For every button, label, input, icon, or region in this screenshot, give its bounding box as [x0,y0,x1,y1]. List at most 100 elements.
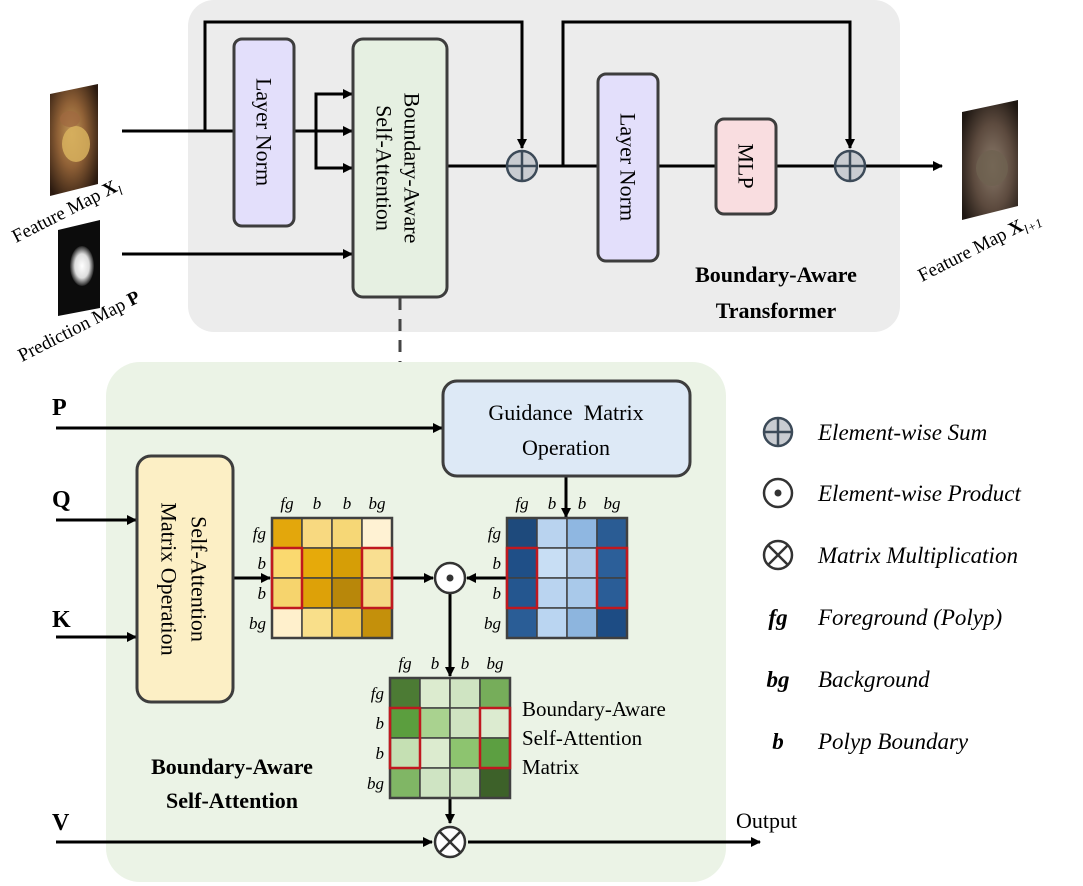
attention-matrix-cell [331,607,363,639]
result-matrix-cell [449,737,481,769]
result-matrix-cell [479,677,511,709]
result-matrix-cell [389,767,421,799]
result-matrix-col-label-fg: fg [398,654,411,673]
guidance-matrix-cell [536,577,568,609]
guidance-matrix-label-line1: Guidance Matrix [488,400,643,425]
circle-dot-icon [762,477,794,509]
sa-matrix-block [135,454,235,704]
guidance-matrix-block [441,379,692,478]
attention-matrix-cell [361,547,393,579]
legend-term-fg: fg [768,605,787,630]
guidance-matrix-row-label-b: b [493,584,502,603]
guidance-matrix-cell [536,607,568,639]
guidance-matrix-cell [506,547,538,579]
ba-attention-block [351,37,449,299]
guidance-matrix-cell [506,607,538,639]
q-label: Q [52,487,71,513]
mlp-block [714,117,778,216]
result-matrix-cell [389,737,421,769]
legend-text-bg: Background [818,667,930,692]
result-matrix-label-line1: Boundary-Aware [522,697,666,721]
result-matrix-cell [389,677,421,709]
result-matrix-row-label-b: b [376,744,385,763]
guidance-matrix-cell [536,547,568,579]
result-matrix-cell [479,767,511,799]
guidance-matrix-cell [506,517,538,549]
element-sum-icon [505,149,539,183]
guidance-matrix-cell [596,607,628,639]
attention-matrix-cell [301,577,333,609]
guidance-matrix-cell [566,607,598,639]
result-matrix-cell [419,767,451,799]
element-product-icon [433,561,467,595]
result-matrix-col-label-b: b [461,654,470,673]
guidance-matrix-boundary-highlight [595,546,629,610]
result-matrix-cell [449,707,481,739]
result-matrix-label-line2: Self-Attention [522,726,643,750]
guidance-matrix-col-label-b: b [578,494,587,513]
guidance-matrix-cell [506,577,538,609]
ba-attention-label-line2: Self-Attention [372,105,397,231]
attention-connectors [56,423,761,847]
k-label: K [52,607,71,633]
result-matrix-row-label-b: b [376,714,385,733]
attention-matrix-cell [301,607,333,639]
attention-matrix-col-label-b: b [313,494,322,513]
attention-matrix-cell [361,517,393,549]
guidance-matrix-cell [566,547,598,579]
result-matrix-col-label-b: b [431,654,440,673]
layer-norm-2-label: Layer Norm [616,113,641,221]
layer-norm-2-block [596,72,660,263]
element-sum-icon [833,149,867,183]
legend-text-matmul: Matrix Multiplication [817,543,1018,568]
result-matrix-boundary-highlight [388,706,422,770]
attention-matrix-col-label-bg: bg [369,494,386,513]
guidance-matrix-row-label-fg: fg [488,524,501,543]
result-matrix-row-label-bg: bg [367,774,384,793]
guidance-matrix-col-label-bg: bg [604,494,621,513]
legend-text-product: Element-wise Product [817,481,1022,506]
attention-matrix-cell [361,607,393,639]
mlp-label: MLP [734,143,759,188]
layer-norm-1-label: Layer Norm [252,78,277,186]
circle-times-icon [762,539,794,571]
result-matrix-boundary-highlight [478,706,512,770]
sa-matrix-label-line1: Self-Attention [187,516,212,642]
matrix-multiplication-icon [433,825,467,859]
guidance-matrix-cell [596,577,628,609]
attention-title-line2: Self-Attention [166,788,298,813]
circle-plus-icon [762,416,794,448]
feature-map-out-image [962,100,1018,220]
guidance-matrix-boundary-highlight [505,546,539,610]
attention-matrix-row-label-b: b [258,584,267,603]
attention-matrix-boundary-highlight [360,546,394,610]
attention-matrix-cell [331,517,363,549]
result-matrix-cell [449,677,481,709]
result-matrix-cell [419,707,451,739]
attention-matrix-cell [301,547,333,579]
guidance-matrix-cell [536,517,568,549]
result-matrix-cell [389,707,421,739]
prediction-map-image [58,220,100,316]
legend-text-b: Polyp Boundary [817,729,969,754]
transformer-connectors [122,20,943,259]
attention-title-line1: Boundary-Aware [151,754,313,779]
legend-text-sum: Element-wise Sum [817,420,987,445]
attention-matrix-cell [271,547,303,579]
guidance-matrix-col-label-fg: fg [515,494,528,513]
attention-matrix-cell [331,577,363,609]
ba-attention-label-line1: Boundary-Aware [400,93,425,244]
legend-term-b: b [772,729,784,754]
attention-matrix-cell [301,517,333,549]
legend: Element-wise Sum Element-wise Product Ma… [762,416,1022,754]
v-label: V [52,810,70,836]
legend-term-bg: bg [767,667,790,692]
attention-matrix-cell [271,517,303,549]
attention-matrix-col-label-fg: fg [280,494,293,513]
p-label: P [52,395,67,421]
result-matrix-row-label-fg: fg [371,684,384,703]
attention-matrix-row-label-fg: fg [253,524,266,543]
